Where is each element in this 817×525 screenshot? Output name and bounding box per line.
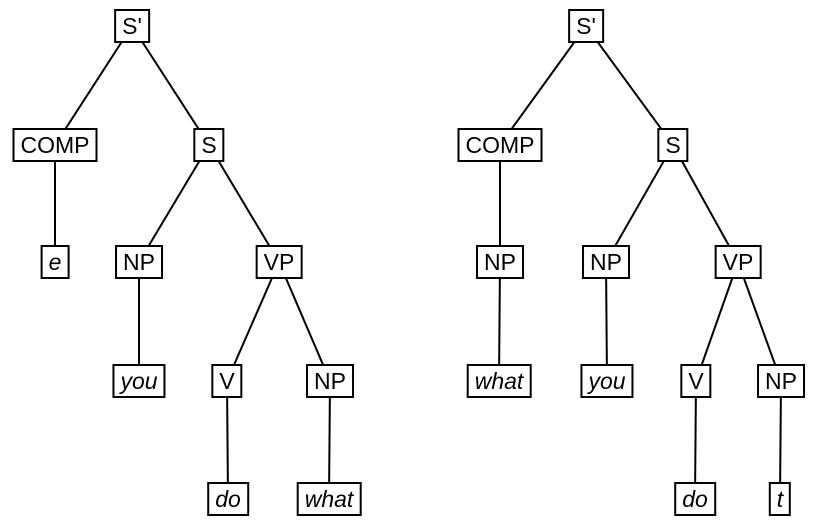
tree-node-right-tree-t: t: [768, 482, 792, 516]
tree-edge-right-tree-sp-comp: [499, 25, 587, 146]
tree-edge-left-tree-sp-comp: [54, 25, 133, 146]
tree-node-left-tree-what: what: [296, 482, 362, 516]
tree-edge-right-tree-np1-you: [605, 261, 608, 382]
tree-edge-right-tree-vp-np2: [737, 261, 782, 382]
tree-node-right-tree-np2: NP: [757, 364, 805, 398]
tree-node-right-tree-v: V: [680, 364, 712, 398]
tree-node-right-tree-s: S: [657, 128, 689, 162]
tree-edge-right-tree-v-do: [694, 380, 697, 500]
tree-node-left-tree-s: S: [193, 128, 225, 162]
tree-node-right-tree-what: what: [466, 364, 532, 398]
tree-edge-left-tree-np2-what: [328, 380, 331, 500]
tree-node-left-tree-you: you: [112, 364, 166, 398]
tree-node-right-tree-you: you: [580, 364, 634, 398]
tree-node-right-tree-np1: NP: [582, 245, 630, 279]
tree-node-right-tree-np0: NP: [476, 245, 524, 279]
tree-edge-right-tree-sp-s: [585, 25, 674, 146]
tree-node-left-tree-comp: COMP: [12, 128, 98, 162]
tree-node-left-tree-np2: NP: [306, 364, 354, 398]
tree-node-left-tree-sp: S': [114, 9, 150, 43]
tree-edge-left-tree-vp-np2: [278, 261, 331, 382]
tree-edge-right-tree-s-np1: [605, 144, 674, 263]
tree-edge-right-tree-np0-what: [498, 261, 501, 382]
tree-node-left-tree-vp: VP: [255, 245, 303, 279]
tree-node-left-tree-e: e: [40, 245, 70, 279]
tree-node-left-tree-v: V: [211, 364, 243, 398]
tree-edge-left-tree-s-vp: [208, 144, 280, 263]
tree-edge-left-tree-s-np1: [138, 144, 210, 263]
tree-node-left-tree-np1: NP: [115, 245, 163, 279]
tree-edge-left-tree-sp-s: [131, 25, 210, 146]
tree-edge-left-tree-v-do: [226, 380, 229, 500]
tree-node-right-tree-do: do: [674, 482, 716, 516]
tree-node-right-tree-comp: COMP: [457, 128, 543, 162]
tree-edge-right-tree-s-vp: [672, 144, 739, 263]
tree-edge-left-tree-vp-v: [226, 261, 280, 382]
tree-node-right-tree-sp: S': [568, 9, 604, 43]
tree-edge-right-tree-np2-t: [779, 380, 782, 500]
tree-edge-right-tree-vp-v: [695, 261, 739, 382]
tree-node-right-tree-vp: VP: [714, 245, 762, 279]
tree-node-left-tree-do: do: [207, 482, 249, 516]
